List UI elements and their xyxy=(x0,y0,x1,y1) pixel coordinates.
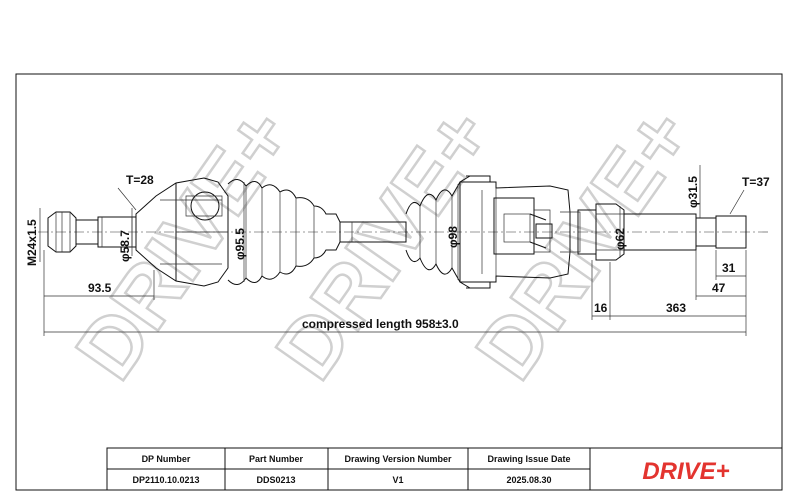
dim-d-62: φ62 xyxy=(613,206,627,258)
value-part-number: DDS0213 xyxy=(256,475,295,485)
dim-len-93-5: 93.5 xyxy=(43,250,155,300)
label-thread: M24x1.5 xyxy=(25,219,39,266)
dim-t-right: T=37 xyxy=(729,175,770,215)
outer-cv-joint xyxy=(135,177,229,287)
value-drawing-version: V1 xyxy=(392,475,403,485)
brand-logo: DRIVE+ xyxy=(642,458,729,485)
dim-d-58-7: φ58.7 xyxy=(118,208,133,262)
right-flange-stub xyxy=(577,203,747,261)
label-d-98: φ98 xyxy=(446,226,460,248)
label-len-93-5: 93.5 xyxy=(88,281,112,295)
header-drawing-version: Drawing Version Number xyxy=(344,454,452,464)
dim-len-31: 31 xyxy=(715,250,747,280)
label-len-47: 47 xyxy=(712,281,726,295)
title-block: DP Number Part Number Drawing Version Nu… xyxy=(106,447,783,491)
label-len-16: 16 xyxy=(594,301,608,315)
inner-boot xyxy=(405,175,471,289)
dim-d-98: φ98 xyxy=(446,184,460,280)
inner-joint-housing xyxy=(459,175,581,289)
label-len-31: 31 xyxy=(722,261,736,275)
drive-shaft xyxy=(339,221,407,243)
label-t-left: T=28 xyxy=(126,173,154,187)
header-drawing-issue-date: Drawing Issue Date xyxy=(487,454,570,464)
label-d-31-5: φ31.5 xyxy=(686,176,700,208)
dim-t-left: T=28 xyxy=(117,173,154,211)
value-dp-number: DP2110.10.0213 xyxy=(132,475,199,485)
label-compressed-length: compressed length 958±3.0 xyxy=(302,317,459,331)
value-drawing-issue-date: 2025.08.30 xyxy=(506,475,551,485)
label-d-62: φ62 xyxy=(613,228,627,250)
label-d-95-5: φ95.5 xyxy=(233,228,247,260)
label-d-58-7: φ58.7 xyxy=(118,230,132,262)
dim-d-31-5: φ31.5 xyxy=(686,165,701,218)
outer-boot xyxy=(227,179,341,285)
dim-len-16-363: 16 363 xyxy=(591,260,747,320)
dim-thread: M24x1.5 xyxy=(25,208,41,266)
header-dp-number: DP Number xyxy=(142,454,191,464)
left-threaded-stub xyxy=(47,211,137,253)
label-len-363: 363 xyxy=(666,301,686,315)
dim-d-95-5: φ95.5 xyxy=(233,182,247,282)
header-part-number: Part Number xyxy=(249,454,304,464)
label-t-right: T=37 xyxy=(742,175,770,189)
dim-compressed-length: compressed length 958±3.0 xyxy=(43,300,747,336)
dim-len-47: 47 xyxy=(695,250,747,300)
